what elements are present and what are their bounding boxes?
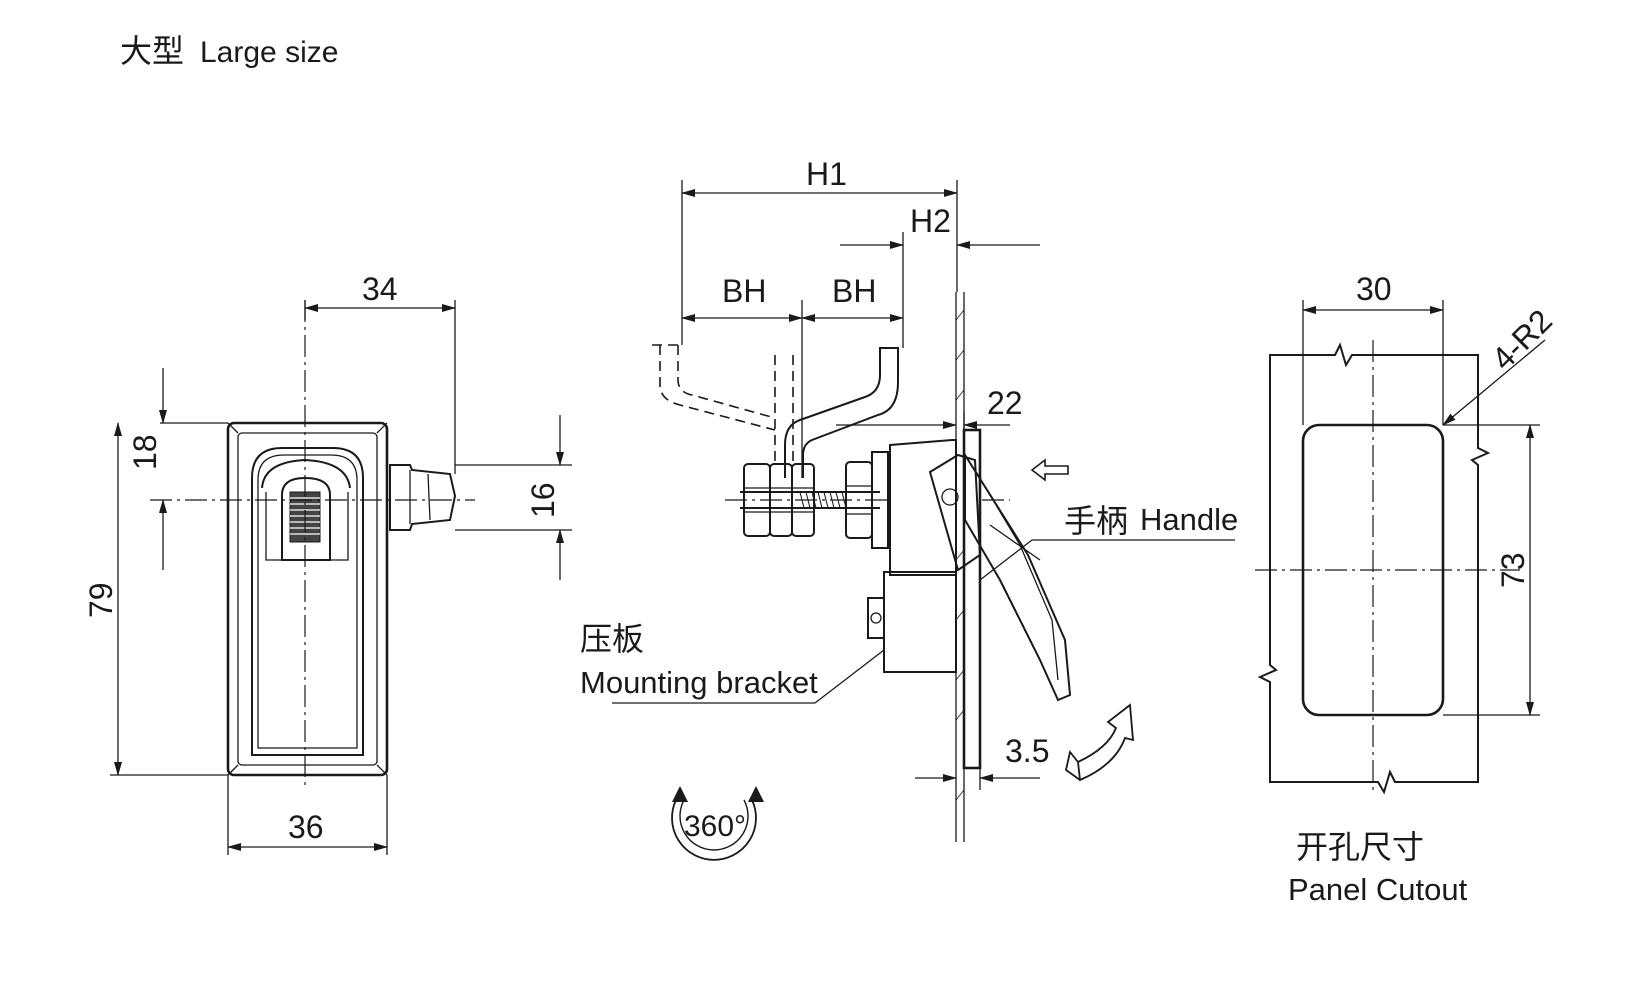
mounting-bracket — [883, 571, 957, 673]
panel-outline — [1257, 342, 1491, 795]
title-cn: 大型 — [120, 32, 184, 70]
front-view: 34 18 79 16 36 — [83, 271, 572, 855]
dim-bh-left: BH — [722, 273, 766, 309]
title-en: Large size — [200, 36, 338, 69]
cutout-label-en: Panel Cutout — [1288, 872, 1468, 907]
cam-bracket-alt — [659, 345, 776, 431]
dim-22: 22 — [987, 385, 1023, 421]
front-handle-recess — [251, 447, 364, 756]
dim-3-5: 3.5 — [1005, 733, 1049, 769]
bracket-label-en: Mounting bracket — [580, 665, 818, 700]
handle — [964, 451, 1072, 702]
push-arrow-icon — [1030, 458, 1069, 482]
dim-34: 34 — [362, 271, 398, 307]
panel-cutout-view: 30 4-R2 73 开孔尺寸 Panel Cutout — [1255, 271, 1559, 907]
handle-label-en: Handle — [1140, 502, 1238, 537]
side-housing — [889, 439, 957, 576]
dim-h2: H2 — [910, 203, 951, 239]
rotation-label: 360° — [684, 810, 746, 843]
dim-36: 36 — [288, 809, 324, 845]
cutout-label-cn: 开孔尺寸 — [1296, 828, 1424, 866]
handle-label-cn: 手柄 — [1064, 502, 1128, 540]
dim-h1: H1 — [806, 156, 847, 192]
dim-79: 79 — [83, 582, 119, 618]
rotate-arrow-icon — [1077, 703, 1135, 782]
dim-30: 30 — [1356, 271, 1392, 307]
front-body-outline — [226, 421, 389, 777]
front-body-inner — [237, 432, 378, 766]
front-lock-head — [261, 458, 351, 489]
handle-leader — [979, 539, 1033, 581]
dim-73: 73 — [1495, 552, 1531, 588]
keyhole-insert — [281, 476, 331, 561]
dim-4-r2: 4-R2 — [1484, 302, 1559, 377]
rotation-360-icon: 360° — [671, 786, 764, 861]
front-side-hub — [389, 464, 457, 531]
dim-bh-right: BH — [832, 273, 876, 309]
title: 大型 Large size — [120, 32, 338, 70]
radius-leader — [1442, 339, 1546, 426]
bracket-leader — [814, 649, 885, 704]
dim-16: 16 — [525, 482, 561, 518]
bracket-label-cn: 压板 — [580, 620, 644, 658]
side-view: H1 H2 BH BH 22 3.5 360° 手柄 Handl — [580, 156, 1238, 861]
dim-18: 18 — [127, 434, 163, 470]
side-body-flange — [962, 428, 982, 770]
